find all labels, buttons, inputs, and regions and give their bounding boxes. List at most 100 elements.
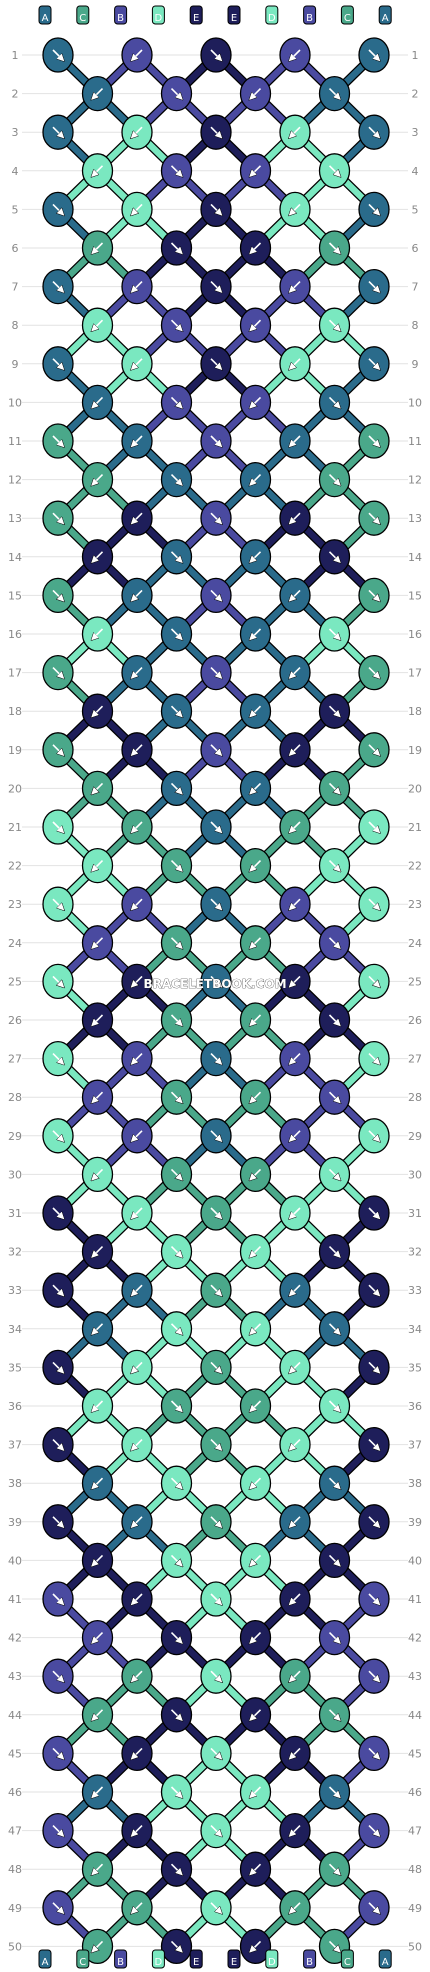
knot — [121, 37, 153, 73]
knot-arrow-icon — [290, 126, 301, 137]
knot — [81, 1079, 114, 1115]
knot — [42, 423, 74, 459]
knot-arrow-icon — [368, 1825, 379, 1836]
string-letter: E — [193, 1957, 199, 1968]
knot-arrow-icon — [251, 1400, 262, 1411]
knot-arrow-icon — [52, 1284, 63, 1295]
knot — [239, 461, 272, 498]
knot-arrow-icon — [170, 1786, 182, 1797]
knot — [239, 307, 272, 343]
knot — [42, 732, 74, 768]
knot — [42, 268, 74, 305]
knot-arrow-icon — [328, 1400, 340, 1411]
knot-arrow-icon — [368, 1053, 379, 1064]
row-number-right: 9 — [412, 358, 419, 371]
knot — [81, 693, 114, 729]
string-letter: C — [79, 13, 86, 24]
knot-arrow-icon — [368, 821, 379, 832]
row-number-right: 7 — [412, 281, 419, 294]
string-letter: B — [306, 1957, 313, 1968]
knot-arrow-icon — [210, 1747, 221, 1758]
knot-arrow-icon — [52, 512, 63, 523]
knot — [279, 1272, 311, 1308]
row-number-left: 18 — [8, 705, 22, 718]
knot — [239, 1774, 272, 1810]
knot — [42, 1658, 74, 1694]
knot-arrow-icon — [170, 319, 182, 330]
knot-arrow-icon — [132, 203, 143, 214]
knot-arrow-icon — [328, 782, 340, 793]
row-number-right: 3 — [412, 126, 419, 139]
knot-arrow-icon — [210, 1130, 221, 1141]
string-label-top: A — [38, 5, 52, 25]
row-number-right: 30 — [408, 1168, 422, 1181]
knot — [239, 1388, 272, 1424]
knot — [81, 1619, 114, 1656]
knot — [239, 770, 272, 807]
knot-arrow-icon — [170, 165, 182, 176]
knot — [200, 1118, 232, 1154]
string-label-bottom: C — [76, 1949, 90, 1969]
knot — [318, 75, 351, 112]
string-label-bottom: D — [151, 1949, 165, 1969]
knot-arrow-icon — [132, 1361, 143, 1372]
knot-arrow-icon — [52, 126, 63, 137]
row-number-left: 21 — [8, 821, 22, 834]
knot — [358, 346, 390, 382]
string-letter: E — [231, 13, 237, 24]
knot — [81, 925, 114, 961]
knot — [200, 577, 232, 614]
knot — [279, 1040, 311, 1077]
knot-arrow-icon — [290, 435, 301, 446]
row-number-left: 50 — [8, 1940, 22, 1953]
knot — [318, 1542, 351, 1579]
row-number-right: 4 — [412, 165, 419, 178]
row-number-left: 40 — [8, 1554, 22, 1567]
row-number-left: 9 — [12, 358, 19, 371]
knot — [160, 1465, 193, 1501]
knot-arrow-icon — [93, 474, 104, 485]
knot-arrow-icon — [52, 821, 63, 832]
knot-arrow-icon — [52, 358, 63, 369]
string-letter: E — [231, 1957, 237, 1968]
knot — [318, 230, 351, 266]
string-letter: C — [79, 1957, 86, 1968]
row-number-right: 45 — [408, 1747, 422, 1760]
string-swatch — [151, 5, 165, 25]
knot — [358, 1890, 390, 1926]
knot-arrow-icon — [328, 1632, 340, 1643]
string-swatch — [340, 5, 354, 25]
knot — [239, 230, 272, 266]
knot-arrow-icon — [251, 1168, 262, 1179]
knot — [200, 809, 232, 845]
knot — [239, 1079, 272, 1115]
knot-arrow-icon — [210, 1825, 221, 1836]
knot — [318, 1619, 351, 1656]
knot-arrow-icon — [52, 1516, 63, 1527]
knot-arrow-icon — [368, 1902, 379, 1913]
knot-arrow-icon — [132, 126, 143, 137]
knot-arrow-icon — [210, 49, 221, 60]
string-letter: B — [306, 13, 313, 24]
knot-arrow-icon — [210, 1439, 221, 1450]
knot — [81, 616, 114, 652]
row-number-left: 48 — [8, 1863, 22, 1876]
string-letter: A — [382, 1957, 389, 1968]
knot — [121, 268, 153, 305]
knot — [318, 1465, 351, 1501]
knot — [318, 307, 351, 343]
knot — [358, 1272, 390, 1308]
row-number-right: 32 — [408, 1246, 422, 1259]
row-number-right: 1 — [412, 49, 419, 62]
knot-arrow-icon — [52, 49, 63, 60]
knot — [121, 1658, 153, 1694]
knot-arrow-icon — [251, 705, 262, 716]
knot — [239, 1697, 272, 1733]
knot — [42, 577, 74, 614]
knot — [239, 1851, 272, 1887]
knot — [279, 346, 311, 382]
knot-arrow-icon — [93, 551, 104, 562]
knot-arrow-icon — [93, 1863, 104, 1874]
knot — [160, 1928, 193, 1965]
